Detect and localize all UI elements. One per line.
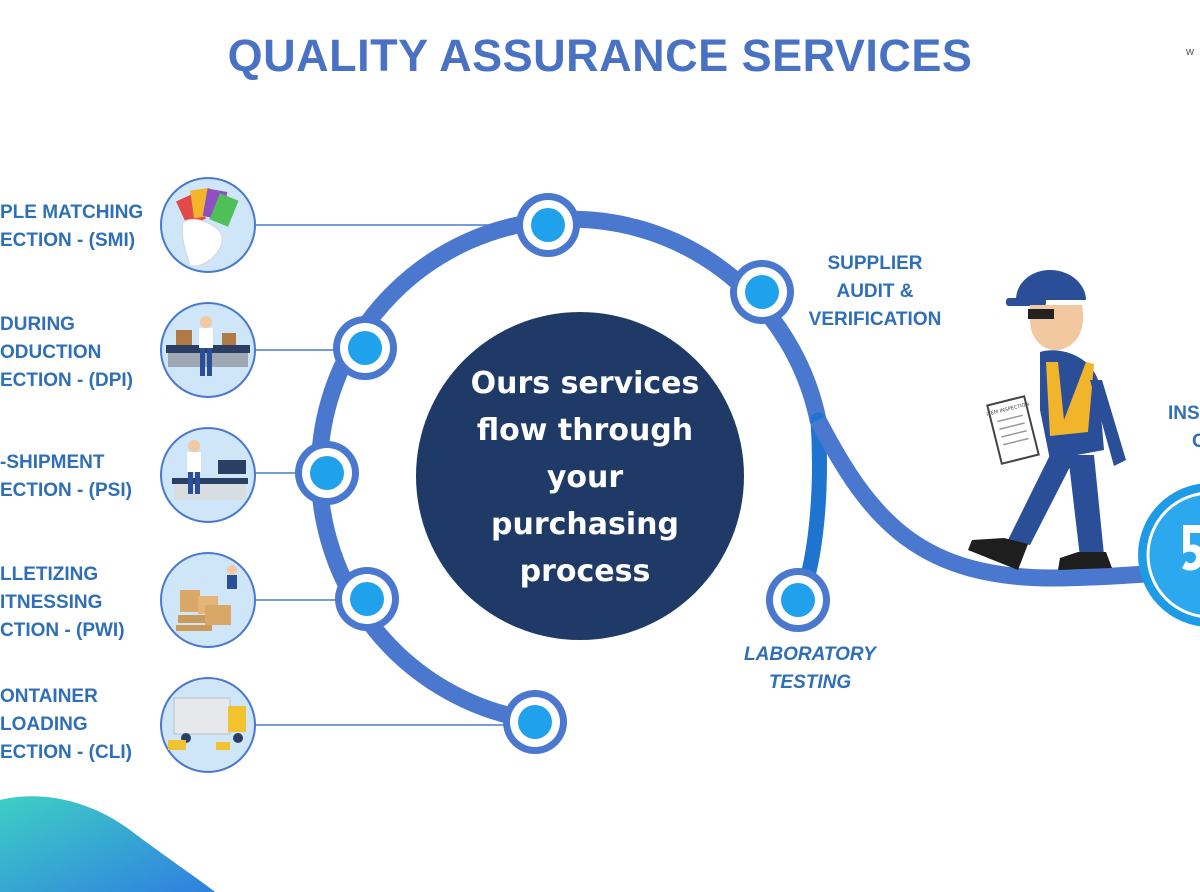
page-title: QUALITY ASSURANCE SERVICES <box>227 30 973 81</box>
service-label-pwi: LLETIZING ITNESSING CTION - (PWI) <box>0 564 125 641</box>
ring-node <box>516 193 580 257</box>
service-label-psi: -SHIPMENT ECTION - (PSI) <box>0 452 132 501</box>
container-truck-icon <box>160 677 256 773</box>
color-swatches-icon <box>160 177 256 273</box>
connector-lines <box>255 224 520 726</box>
ring-node <box>766 568 830 632</box>
ring-node <box>335 567 399 631</box>
production-worker-icon <box>160 302 256 398</box>
center-text: Ours services flow through your purchasi… <box>470 366 700 589</box>
corner-wave-decoration <box>0 796 215 892</box>
pallet-boxes-icon <box>160 552 256 648</box>
ring-node <box>295 441 359 505</box>
service-label-dpi: DURING ODUCTION ECTION - (DPI) <box>0 314 133 391</box>
laboratory-testing-label: LABORATORY TESTING <box>744 644 876 693</box>
ring-node <box>730 260 794 324</box>
ring-node <box>503 690 567 754</box>
inspection-label-partial: INS C <box>1168 403 1200 452</box>
flow-ring <box>310 210 827 727</box>
laboratory-branch <box>796 412 827 598</box>
ring-node <box>333 316 397 380</box>
service-label-cli: ONTAINER LOADING ECTION - (CLI) <box>0 686 132 763</box>
ring-nodes <box>295 193 830 754</box>
service-label-smi: PLE MATCHING ECTION - (SMI) <box>0 202 144 251</box>
supplier-audit-label: SUPPLIER AUDIT & VERIFICATION <box>808 253 942 330</box>
shipment-inspection-icon <box>160 427 256 523</box>
center-circle <box>416 312 744 640</box>
inspector-figure: ITEM INSPECTION <box>968 270 1126 570</box>
right-service-icon <box>1138 483 1200 627</box>
corner-text: w <box>1186 46 1194 58</box>
